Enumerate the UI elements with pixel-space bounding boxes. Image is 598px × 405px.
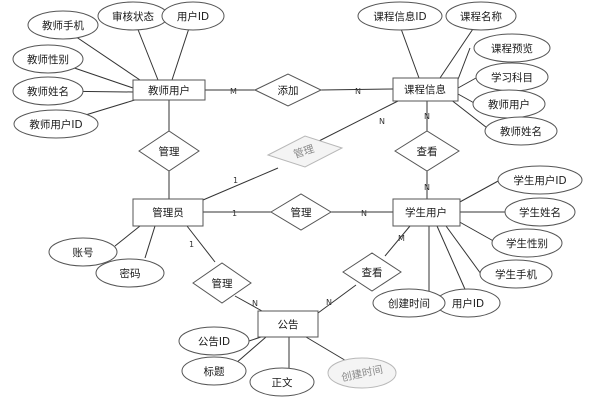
svg-text:教师用户: 教师用户 — [488, 98, 530, 111]
card-course-view-bottom: N — [424, 183, 430, 192]
attribute-student-created-time: 创建时间 — [372, 288, 446, 318]
svg-text:教师用户: 教师用户 — [148, 84, 190, 97]
svg-text:管理: 管理 — [292, 142, 316, 161]
relationship-manage-student: 管理 — [270, 193, 332, 231]
attribute-student-gender: 学生性别 — [491, 228, 563, 258]
attribute-user-id: 用户ID — [161, 1, 225, 31]
entity-course: 课程信息 — [392, 77, 459, 102]
svg-text:教师姓名: 教师姓名 — [500, 125, 542, 138]
svg-text:用户ID: 用户ID — [177, 10, 209, 23]
card-add-course: N — [355, 87, 361, 96]
svg-text:管理: 管理 — [159, 145, 180, 158]
attribute-student-name: 学生姓名 — [504, 197, 576, 227]
attribute-course-preview: 课程预览 — [473, 33, 551, 63]
svg-text:公告: 公告 — [278, 318, 299, 331]
card-admin-course: 1 — [233, 176, 238, 185]
svg-text:学生姓名: 学生姓名 — [519, 206, 561, 219]
svg-text:课程预览: 课程预览 — [491, 42, 533, 55]
attribute-study-subject: 学习科目 — [475, 62, 549, 92]
attribute-account: 账号 — [48, 237, 118, 267]
svg-text:查看: 查看 — [362, 266, 383, 279]
attribute-course-name: 课程名称 — [445, 1, 517, 31]
svg-text:管理: 管理 — [291, 206, 312, 219]
card-course-end: N — [379, 117, 385, 126]
svg-text:账号: 账号 — [73, 247, 94, 259]
attribute-student-phone: 学生手机 — [479, 259, 553, 289]
card-admin-notice: 1 — [189, 240, 194, 249]
attribute-body: 正文 — [249, 367, 315, 397]
svg-text:课程信息ID: 课程信息ID — [373, 10, 426, 23]
svg-text:课程信息: 课程信息 — [404, 83, 446, 96]
attribute-teacher-user-id: 教师用户ID — [13, 109, 99, 139]
relationship-add: 添加 — [253, 73, 323, 107]
card-teacher-add: M — [230, 87, 237, 96]
attribute-title: 标题 — [181, 356, 247, 386]
relationship-manage-notice: 管理 — [192, 262, 252, 304]
svg-text:教师姓名: 教师姓名 — [27, 85, 69, 98]
svg-text:管理: 管理 — [212, 277, 233, 290]
card-student-view: M — [398, 234, 405, 243]
entity-notice: 公告 — [257, 310, 319, 338]
attribute-course-teacher-name: 教师姓名 — [484, 116, 558, 146]
attribute-course-info-id: 课程信息ID — [357, 1, 443, 31]
card-notice-end: N — [252, 299, 258, 308]
svg-text:教师用户ID: 教师用户ID — [29, 118, 82, 131]
attribute-notice-id: 公告ID — [178, 326, 250, 356]
svg-text:正文: 正文 — [272, 376, 293, 389]
svg-text:管理员: 管理员 — [152, 206, 184, 219]
relationship-view-course: 查看 — [394, 130, 460, 172]
svg-text:学生用户ID: 学生用户ID — [513, 174, 566, 187]
svg-text:教师性别: 教师性别 — [27, 53, 69, 66]
svg-text:教师手机: 教师手机 — [42, 19, 84, 32]
attribute-teacher-gender: 教师性别 — [12, 44, 84, 74]
attribute-notice-created-time: 创建时间 — [327, 357, 397, 389]
card-student-end: N — [361, 209, 367, 218]
attribute-password: 密码 — [95, 258, 165, 288]
svg-text:学生用户: 学生用户 — [405, 206, 447, 219]
svg-text:标题: 标题 — [204, 366, 225, 378]
entity-student: 学生用户 — [392, 198, 461, 227]
attribute-course-teacher-user: 教师用户 — [472, 89, 546, 119]
relationship-manage-teacher: 管理 — [138, 130, 200, 172]
card-course-view-top: N — [424, 112, 430, 121]
svg-text:查看: 查看 — [417, 145, 438, 158]
attribute-teacher-phone: 教师手机 — [27, 10, 99, 40]
entity-teacher: 教师用户 — [132, 79, 206, 101]
attribute-review-status: 审核状态 — [97, 1, 169, 31]
attribute-student-user-id: 学生用户ID — [497, 165, 583, 195]
cardinality-labels: M N 1 N 1 N 1 N N N M N — [189, 87, 430, 308]
svg-text:添加: 添加 — [278, 84, 299, 97]
card-notice-view: N — [326, 298, 332, 307]
relationship-view-notice: 查看 — [342, 252, 402, 292]
svg-text:学生性别: 学生性别 — [506, 237, 548, 250]
svg-text:密码: 密码 — [120, 267, 141, 280]
svg-text:创建时间: 创建时间 — [388, 297, 430, 310]
attribute-teacher-name: 教师姓名 — [12, 76, 84, 106]
card-admin-student: 1 — [232, 209, 237, 218]
relationship-manage-course: 管理 — [266, 135, 344, 168]
svg-text:课程名称: 课程名称 — [460, 10, 502, 23]
svg-text:学习科目: 学习科目 — [491, 71, 533, 84]
svg-text:用户ID: 用户ID — [452, 297, 484, 310]
svg-text:公告ID: 公告ID — [198, 335, 230, 348]
svg-text:审核状态: 审核状态 — [112, 10, 154, 23]
svg-text:学生手机: 学生手机 — [495, 268, 537, 281]
entity-admin: 管理员 — [132, 198, 204, 227]
attribute-student-user-id-short: 用户ID — [435, 288, 501, 318]
